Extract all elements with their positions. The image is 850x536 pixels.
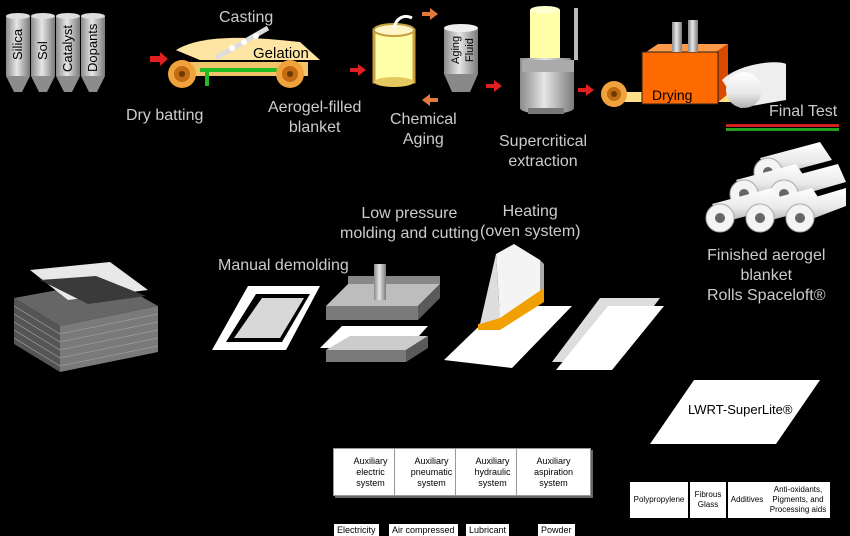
arrow-left-icon: [422, 94, 438, 106]
casting-label: Casting: [219, 9, 274, 26]
chemical-aging-label: Chemical Aging: [390, 110, 457, 150]
catalyst-silo: [56, 13, 80, 92]
dopants-silo: [81, 13, 105, 92]
component-antioxidants: Anti-oxidants, Pigments, and Processing …: [766, 482, 830, 518]
input-lubricant: Lubricant: [466, 524, 510, 536]
chemical-aging-line1: Chemical: [390, 111, 457, 128]
arrow-icon: [350, 64, 366, 76]
chemical-aging-line2: Aging: [402, 131, 444, 148]
gel-chamber: [372, 14, 416, 87]
sol-silo: [31, 13, 55, 92]
arrow-right-icon: [422, 8, 438, 20]
component-fibrous-glass: Fibrous Glass: [690, 482, 726, 518]
arrow-icon: [578, 84, 594, 96]
silo-label-sol: Sol: [35, 41, 50, 60]
drying-oven: [601, 20, 786, 108]
input-powder: Powder: [538, 524, 575, 536]
auxiliary-aspiration-box: Auxiliary aspiration system: [516, 448, 591, 496]
aerogel-filled-line1: Aerogel-filled: [268, 99, 362, 116]
silica-silo: [6, 13, 30, 92]
input-electricity: Electricity: [334, 524, 379, 536]
silo-label-silica: Silica: [10, 28, 25, 60]
drying-label: Drying: [652, 87, 692, 103]
finished-sheets: [552, 298, 664, 370]
gelation-label: Gelation: [253, 45, 309, 62]
sheet-stack: [13, 262, 159, 372]
supercritical-vessel: [520, 6, 578, 114]
molding-press: [320, 264, 440, 362]
finished-rolls: [705, 142, 846, 233]
supercritical-extraction-label: Supercritical extraction: [499, 132, 587, 172]
aging-fluid-label-aging: Aging: [450, 36, 462, 64]
final-test-label: Final Test: [769, 103, 838, 120]
finished-blanket-label: Finished aerogel blanket Rolls Spaceloft…: [707, 246, 826, 306]
heating-oven: [444, 244, 572, 368]
heating-label: Heating (oven system): [480, 202, 580, 242]
finished-line2: blanket: [740, 267, 793, 284]
aerogel-filled-label: Aerogel-filled blanket: [268, 98, 361, 138]
aging-fluid-label-fluid: Fluid: [464, 38, 476, 62]
silo-label-dopants: Dopants: [85, 23, 100, 72]
finished-line1: Finished aerogel: [707, 247, 826, 264]
manual-demolding-label: Manual demolding: [218, 257, 349, 274]
low-pressure-label: Low pressure molding and cutting: [340, 204, 479, 244]
low-pressure-line1: Low pressure: [361, 205, 458, 222]
silo-label-catalyst: Catalyst: [60, 25, 75, 72]
dry-batting-label: Dry batting: [126, 107, 204, 124]
aging-fluid-tank: [444, 24, 478, 92]
supercritical-line2: extraction: [508, 153, 578, 170]
demolding-frame: [212, 286, 320, 350]
aerogel-filled-line2: blanket: [288, 119, 341, 136]
arrow-icon: [150, 52, 168, 66]
finished-line3: Rolls Spaceloft®: [707, 287, 826, 304]
input-air-compressed: Air compressed: [389, 524, 458, 536]
arrow-icon: [486, 80, 502, 92]
lwrt-sheet: [650, 380, 820, 444]
supercritical-line1: Supercritical: [499, 133, 588, 150]
final-test-bar-red: [726, 124, 839, 127]
heating-line1: Heating: [502, 203, 558, 220]
lwrt-label: LWRT-SuperLite®: [688, 402, 793, 417]
casting-conveyor: [168, 25, 320, 88]
low-pressure-line2: molding and cutting: [340, 225, 479, 242]
component-additives: Additives: [728, 482, 766, 518]
component-polypropylene: Polypropylene: [630, 482, 688, 518]
heating-line2: (oven system): [480, 223, 581, 240]
final-test-bar-green: [726, 128, 839, 131]
